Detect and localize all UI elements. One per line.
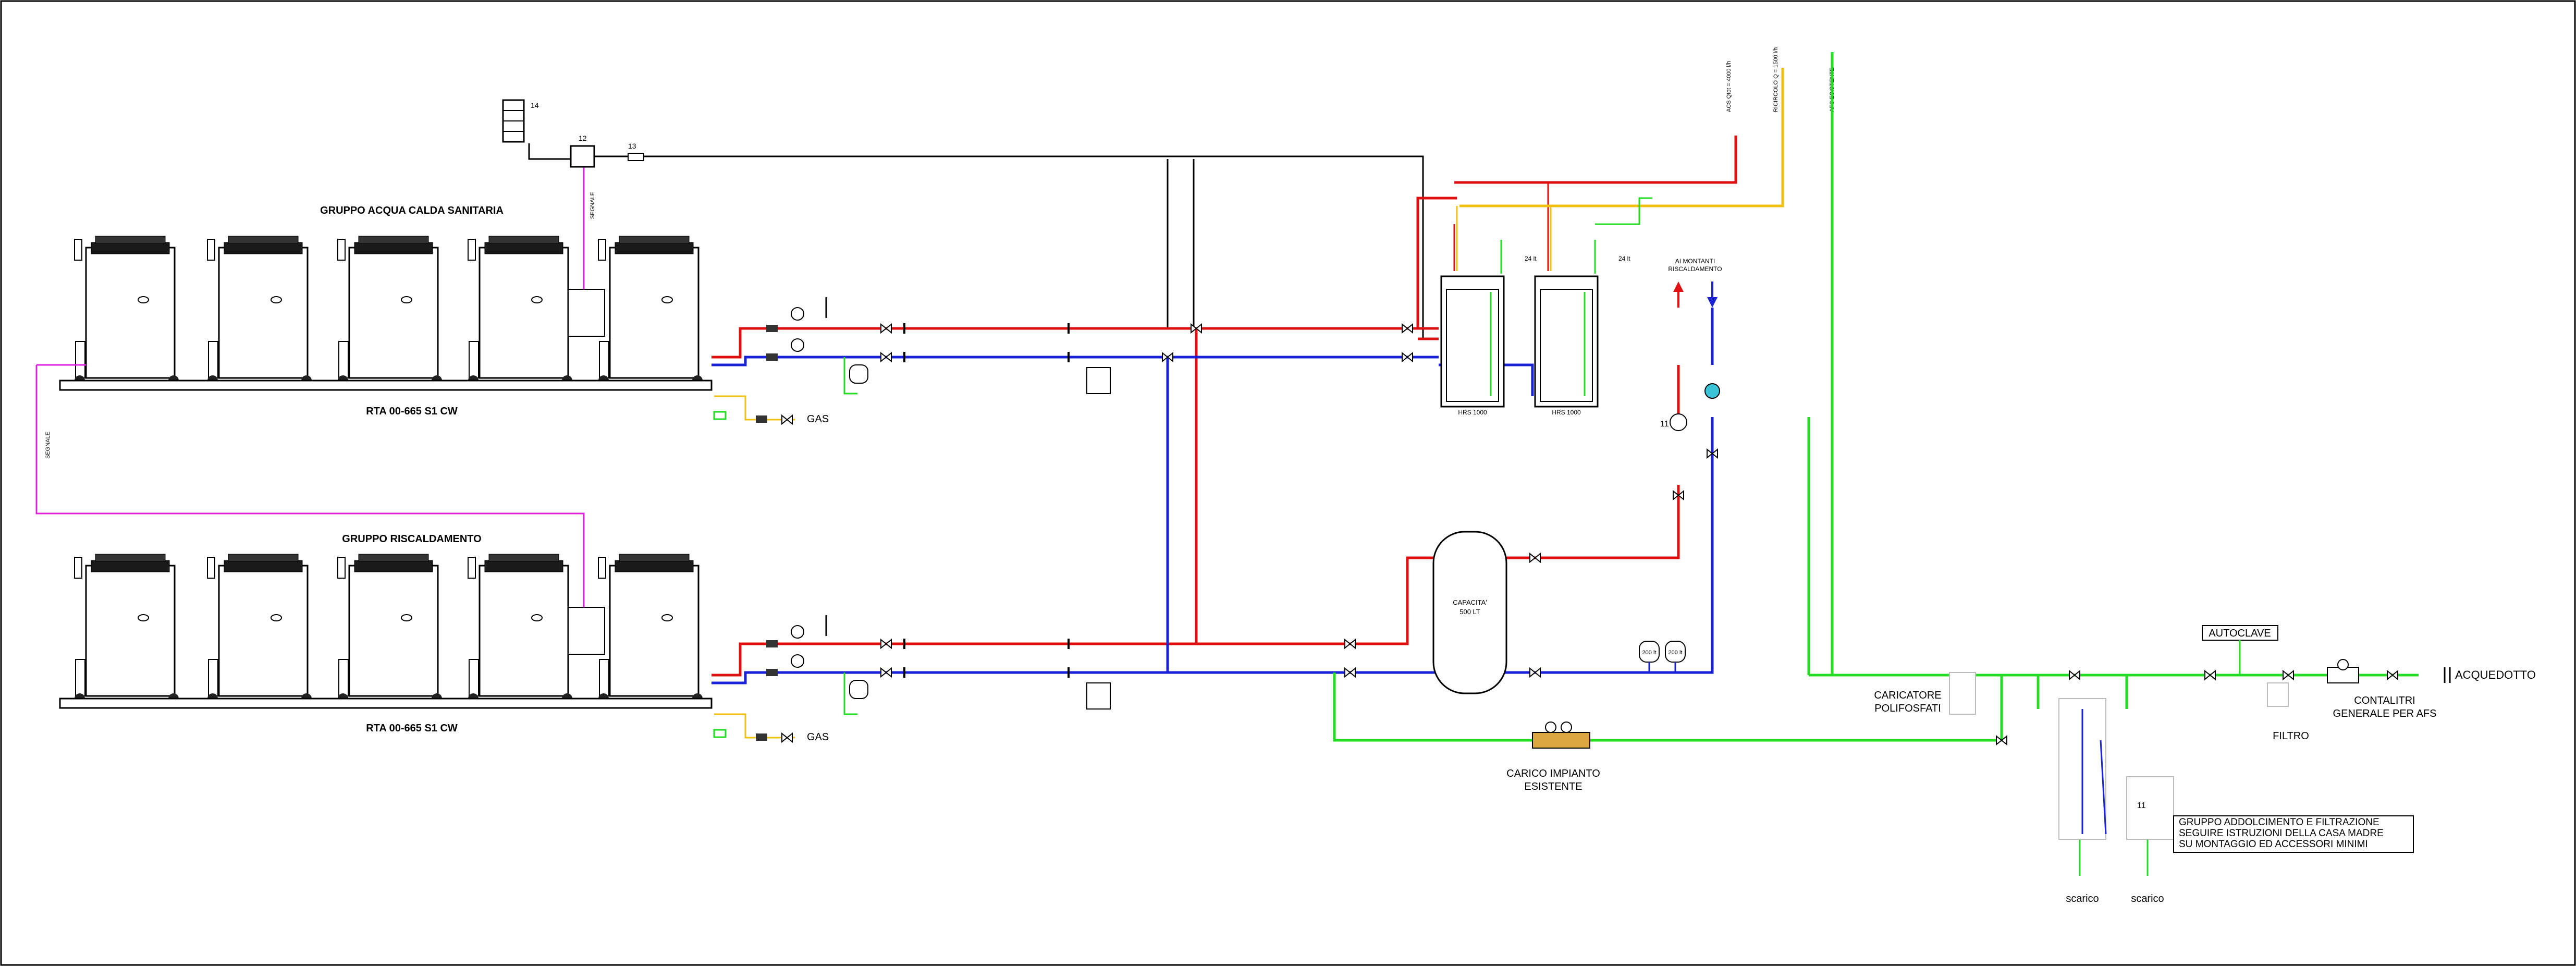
label-acs: ACS Qtot = 4000 l/h (1726, 61, 1732, 112)
boiler-tag-b: 24 lt (1618, 255, 1630, 262)
softener-note: GRUPPO ADDOLCIMENTO E FILTRAZIONE SEGUIR… (2173, 815, 2414, 853)
signal-lines: SEGNALE SEGNALE (35, 162, 596, 607)
polyphosphate-dispenser: CARICATORE POLIFOSFATI (1874, 672, 1976, 715)
expansion-vessels: 200 lt 200 lt (1639, 641, 1686, 672)
cold-water-network (1333, 52, 2419, 876)
tag-14: 14 (531, 101, 539, 109)
dispenser-line-2: POLIFOSFATI (1874, 703, 1941, 714)
boiler-tag-a: 24 lt (1525, 255, 1537, 262)
boiler-label-2: HRS 1000 (1552, 409, 1581, 416)
line-valves (766, 297, 1541, 715)
control-panel: 14 12 13 (502, 99, 1424, 339)
hot-pipes (712, 136, 1737, 677)
montanti-line-2: RISCALDAMENTO (1668, 265, 1722, 273)
meter-line-1: CONTALITRI (2354, 695, 2415, 706)
filter-block: FILTRO (2267, 682, 2309, 742)
tag-13: 13 (628, 142, 636, 150)
filter-label: FILTRO (2273, 730, 2309, 742)
boiler-label-1: HRS 1000 (1458, 409, 1487, 416)
gas-label-1: GAS (807, 413, 829, 425)
buffer-tank-label-1: CAPACITA' (1453, 598, 1487, 606)
group-model-heating: RTA 00-665 S1 CW (366, 723, 458, 734)
vessel-label-1: 200 lt (1642, 650, 1657, 656)
label-ricircolo: RICIRCOLO Q = 1500 l/h (1773, 47, 1779, 112)
autoclave-label: AUTOCLAVE (2209, 628, 2271, 639)
fill-station: CARICO IMPIANTO ESISTENTE (1506, 722, 1600, 792)
water-meter-block: CONTALITRI GENERALE PER AFS ACQUEDOTTO (2327, 659, 2536, 719)
signal-label-left: SEGNALE (45, 432, 51, 459)
softener-group: 11 scarico scarico (2058, 698, 2174, 904)
aqueduct-label: ACQUEDOTTO (2455, 668, 2536, 681)
montanti-line-1: AI MONTANTI (1675, 258, 1715, 265)
group-title-heating: GRUPPO RISCALDAMENTO (342, 533, 481, 545)
gas-pipes: GAS GAS (714, 68, 1784, 743)
autoclave-block: AUTOCLAVE (2202, 625, 2278, 675)
buffer-tank-label-2: 500 LT (1459, 608, 1480, 616)
chiller-group-heating: GRUPPO RISCALDAMENTO RTA 00-665 S1 CW (59, 533, 713, 734)
softener-tag: 11 (2137, 801, 2146, 810)
drain-label-1: scarico (2066, 893, 2099, 904)
gas-valves (713, 411, 793, 742)
fill-station-line-1: CARICO IMPIANTO (1506, 768, 1600, 779)
riser-labels: ACS Qtot = 4000 l/h RICIRCOLO Q = 1500 l… (1668, 47, 1835, 273)
note-line-2: SEGUIRE ISTRUZIONI DELLA CASA MADRE (2179, 828, 2384, 839)
buffer-tank: CAPACITA' 500 LT (1432, 531, 1507, 694)
tag-11-pump: 11 (1660, 420, 1669, 429)
fill-station-line-2: ESISTENTE (1524, 781, 1582, 792)
drain-label-2: scarico (2131, 893, 2164, 904)
vessel-label-2: 200 lt (1669, 650, 1683, 656)
group-title-dhw: GRUPPO ACQUA CALDA SANITARIA (320, 205, 504, 216)
meter-line-2: GENERALE PER AFS (2333, 708, 2437, 719)
dispenser-line-1: CARICATORE (1874, 690, 1941, 701)
chiller-group-dhw: GRUPPO ACQUA CALDA SANITARIA RTA 00-665 … (59, 205, 713, 417)
gas-label-2: GAS (807, 731, 829, 743)
note-line-1: GRUPPO ADDOLCIMENTO E FILTRAZIONE (2179, 817, 2379, 828)
group-model-dhw: RTA 00-665 S1 CW (366, 406, 458, 417)
tag-12: 12 (579, 134, 587, 142)
riser-pumps: 11 (1660, 383, 1720, 500)
signal-label-top: SEGNALE (590, 192, 596, 219)
storage-boilers: HRS 1000 HRS 1000 24 lt 24 lt (1440, 197, 1652, 416)
note-line-3: SU MONTAGGIO ED ACCESSORI MINIMI (2179, 839, 2368, 850)
